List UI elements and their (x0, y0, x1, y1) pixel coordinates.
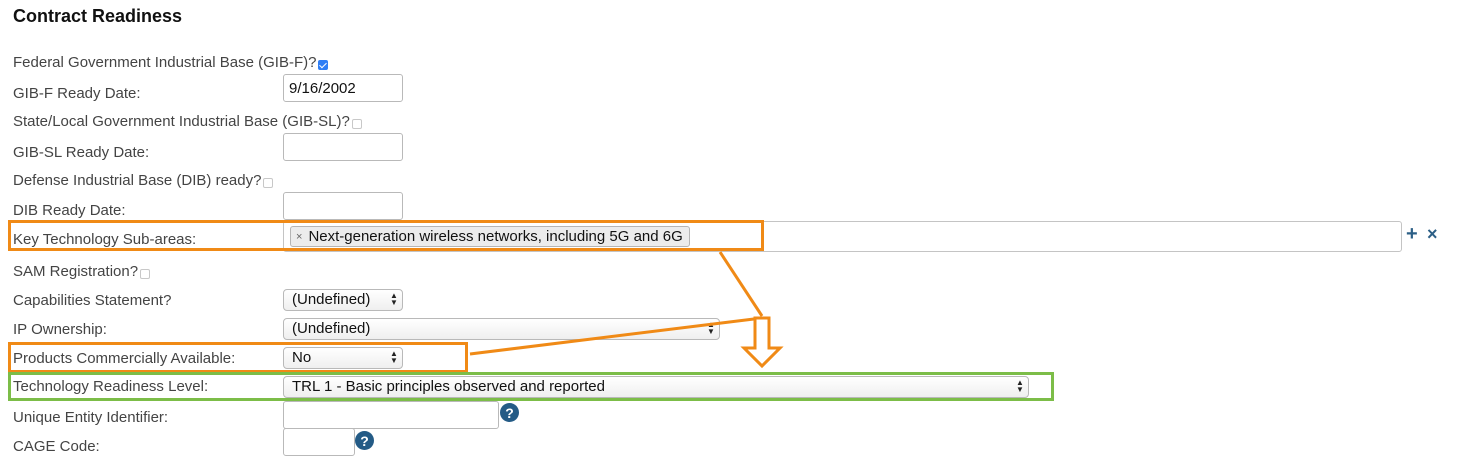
gib-sl-checkbox[interactable] (351, 118, 362, 129)
products-selected: No (292, 349, 312, 366)
uei-input[interactable] (283, 401, 499, 429)
dib-date-input[interactable] (283, 192, 403, 220)
trl-selected: TRL 1 - Basic principles observed and re… (292, 378, 605, 395)
sam-row: SAM Registration? (13, 263, 151, 280)
key-tech-label: Key Technology Sub-areas: (13, 231, 197, 248)
help-icon[interactable]: ? (500, 403, 519, 422)
gib-f-row: Federal Government Industrial Base (GIB-… (13, 54, 329, 71)
trl-label: Technology Readiness Level: (13, 378, 209, 395)
remove-tag-icon[interactable]: × (296, 230, 303, 243)
key-tech-tag-label: Next-generation wireless networks, inclu… (308, 228, 683, 245)
capabilities-select[interactable]: (Undefined) ▲▼ (283, 289, 403, 311)
down-arrow-icon (740, 316, 784, 369)
section-title: Contract Readiness (13, 6, 183, 26)
gib-f-checkbox[interactable] (318, 59, 329, 70)
sam-label: SAM Registration? (13, 263, 139, 280)
ip-selected: (Undefined) (292, 320, 371, 337)
select-arrows-icon: ▲▼ (390, 349, 398, 365)
capabilities-selected: (Undefined) (292, 291, 371, 308)
select-arrows-icon: ▲▼ (390, 291, 398, 307)
ip-select[interactable]: (Undefined) ▲▼ (283, 318, 720, 340)
uei-label: Unique Entity Identifier: (13, 409, 169, 426)
arrow-line-from-key-tech (718, 251, 764, 317)
gib-f-date-input[interactable] (283, 74, 403, 102)
clear-icon[interactable]: × (1427, 224, 1438, 244)
gib-sl-row: State/Local Government Industrial Base (… (13, 113, 362, 130)
dib-date-label: DIB Ready Date: (13, 202, 126, 219)
dib-checkbox[interactable] (263, 177, 274, 188)
select-arrows-icon: ▲▼ (707, 320, 715, 336)
add-icon[interactable]: + (1406, 223, 1418, 245)
products-label: Products Commercially Available: (13, 350, 236, 367)
gib-sl-date-input[interactable] (283, 133, 403, 161)
cage-input[interactable] (283, 428, 355, 456)
capabilities-label: Capabilities Statement? (13, 292, 172, 309)
cage-label: CAGE Code: (13, 438, 100, 455)
products-select[interactable]: No ▲▼ (283, 347, 403, 369)
dib-row: Defense Industrial Base (DIB) ready? (13, 172, 274, 189)
gib-f-date-label: GIB-F Ready Date: (13, 85, 141, 102)
gib-sl-label: State/Local Government Industrial Base (… (13, 113, 350, 130)
key-tech-tag: × Next-generation wireless networks, inc… (290, 226, 690, 247)
trl-select[interactable]: TRL 1 - Basic principles observed and re… (283, 376, 1029, 398)
sam-checkbox[interactable] (140, 268, 151, 279)
key-tech-tag-input[interactable]: × Next-generation wireless networks, inc… (283, 221, 1402, 252)
gib-f-label: Federal Government Industrial Base (GIB-… (13, 54, 317, 71)
ip-label: IP Ownership: (13, 321, 107, 338)
help-icon[interactable]: ? (355, 431, 374, 450)
gib-sl-date-label: GIB-SL Ready Date: (13, 144, 150, 161)
dib-label: Defense Industrial Base (DIB) ready? (13, 172, 262, 189)
select-arrows-icon: ▲▼ (1016, 378, 1024, 394)
